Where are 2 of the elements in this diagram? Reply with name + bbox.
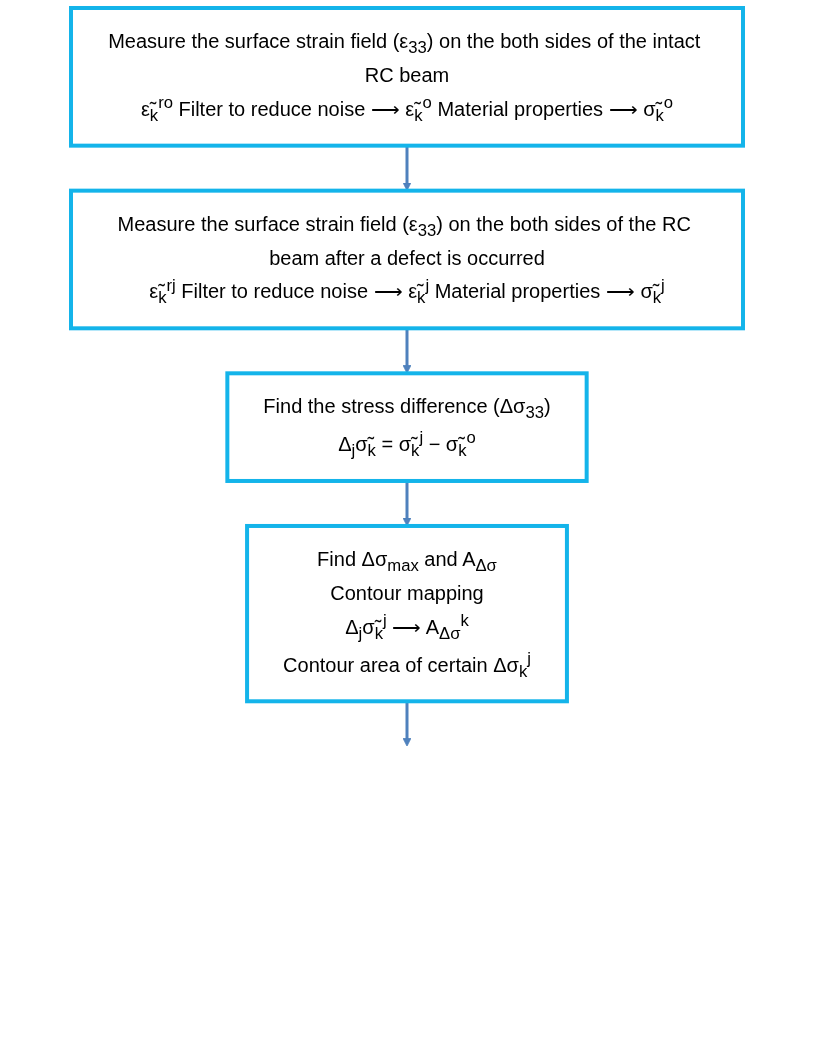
arrow <box>402 328 412 374</box>
arrow <box>402 701 412 747</box>
